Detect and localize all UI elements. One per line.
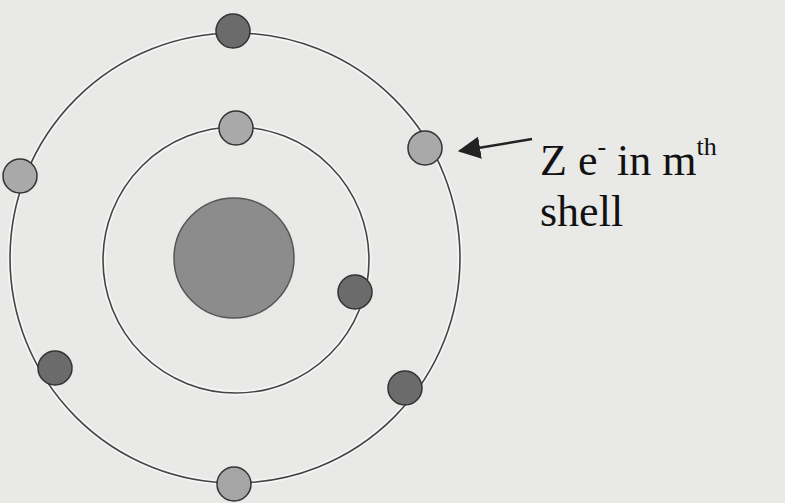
- label-text: Z e: [540, 136, 597, 185]
- superscript-text: th: [697, 132, 717, 161]
- electron: [219, 111, 253, 145]
- inner-orbit: [103, 127, 369, 393]
- electron: [216, 14, 250, 48]
- electron: [217, 467, 251, 501]
- electron: [388, 371, 422, 405]
- superscript-text: -: [597, 132, 606, 161]
- outer-orbit: [10, 33, 460, 483]
- electron: [3, 159, 37, 193]
- outer-orbit: [10, 33, 460, 483]
- leader-arrow: [460, 139, 532, 151]
- electron: [38, 351, 72, 385]
- electron: [338, 275, 372, 309]
- label-text: shell: [540, 187, 623, 236]
- label-text: in m: [617, 136, 696, 185]
- callout-label: shell: [540, 190, 623, 234]
- inner-orbit: [103, 127, 369, 393]
- callout-label: Z e-in mth: [540, 134, 717, 183]
- electron: [408, 131, 442, 165]
- nucleus: [174, 198, 294, 318]
